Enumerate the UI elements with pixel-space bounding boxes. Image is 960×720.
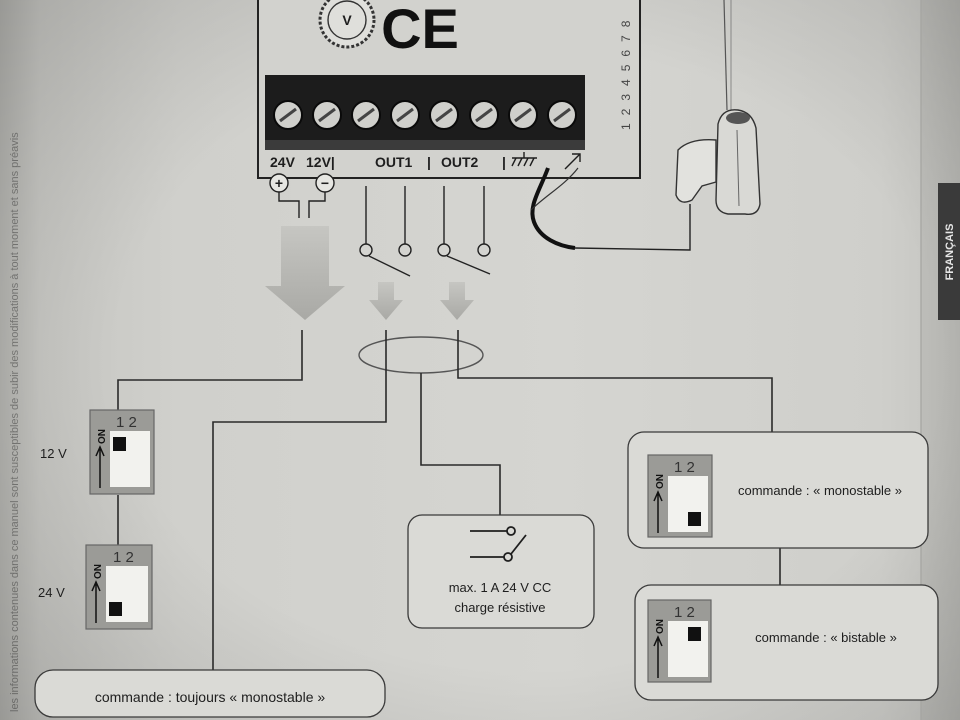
dip-knob [113, 437, 126, 451]
dip-knob [688, 512, 701, 526]
terminal-block-lip [265, 140, 585, 150]
relay-contact-icon [359, 186, 412, 277]
dip-header: 1 2 [674, 459, 695, 476]
command-always-monostable-text: commande : toujours « monostable » [95, 689, 326, 705]
receiver-module: V CE 12345678 24V 12V| OUT1 | OUT2 | [257, 0, 641, 193]
terminal-screw [390, 100, 420, 130]
antenna-icon [675, 0, 761, 215]
dip-knob [109, 602, 122, 616]
terminal-labels: 24V 12V| OUT1 | OUT2 | [270, 154, 506, 170]
load-box: max. 1 A 24 V CC charge résistive [407, 514, 595, 629]
dip-on-label: ON [93, 564, 104, 579]
arrow-up-icon [653, 635, 663, 678]
power-minus-terminal: − [315, 173, 335, 193]
power-plus-terminal: + [269, 173, 289, 193]
arrow-down-icon [440, 282, 474, 320]
arrow-down-icon [369, 282, 403, 320]
dip-switch-monostable: 1 2 ON [647, 454, 713, 538]
relay-contact-icon [470, 526, 527, 562]
dip-switch-12v: 1 2 ON [89, 409, 155, 495]
command-monostable-text: commande : « monostable » [738, 483, 902, 498]
margin-note: les informations contenues dans ce manue… [9, 132, 21, 712]
dip-position-numbers: 12345678 [619, 13, 633, 130]
terminal-separator: | [427, 154, 431, 170]
command-bistable-text: commande : « bistable » [755, 630, 897, 645]
voltage-label-24v: 24 V [38, 585, 65, 600]
terminal-screw [312, 100, 342, 130]
dip-on-label: ON [655, 619, 666, 634]
seal-letter: V [342, 12, 352, 28]
terminal-screw [351, 100, 381, 130]
dip-on-label: ON [655, 474, 666, 489]
arrow-down-icon [265, 226, 345, 320]
terminal-label-24v: 24V [270, 154, 296, 170]
antenna-terminal-icon [564, 153, 581, 170]
antenna-shield-wire [530, 167, 579, 211]
terminal-screw [429, 100, 459, 130]
terminal-screw [273, 100, 303, 130]
command-box-always-monostable: commande : toujours « monostable » [34, 669, 386, 718]
relay-contact-icon [437, 186, 491, 275]
dip-header: 1 2 [113, 549, 134, 566]
power-wires [278, 192, 326, 218]
dip-switch-bistable: 1 2 ON [647, 599, 712, 683]
connection-wires [117, 330, 781, 670]
ground-icon [511, 152, 537, 167]
terminal-label-out1: OUT1 [375, 154, 413, 170]
dip-switch-24v: 1 2 ON [85, 544, 153, 630]
arrow-up-icon [91, 580, 101, 623]
language-tab-label: FRANÇAIS [944, 224, 956, 281]
dip-knob [688, 627, 701, 641]
voltage-label-12v: 12 V [40, 446, 67, 461]
load-rating-text: max. 1 A 24 V CC [449, 580, 552, 595]
terminal-screw [508, 100, 538, 130]
plus-sign: + [275, 175, 283, 191]
load-type-text: charge résistive [454, 600, 545, 615]
antenna-wire [574, 204, 691, 251]
antenna-coax-wire [530, 167, 576, 250]
language-tab: FRANÇAIS [938, 183, 960, 320]
arrow-up-icon [653, 490, 663, 533]
terminal-screw [469, 100, 499, 130]
minus-sign: − [321, 175, 329, 191]
terminal-separator: | [502, 154, 506, 170]
terminal-label-12v: 12V| [306, 154, 335, 170]
dip-header: 1 2 [116, 414, 137, 431]
ce-mark: CE [381, 0, 459, 60]
arrow-up-icon [95, 445, 105, 488]
seal-icon: V [318, 0, 376, 49]
dip-header: 1 2 [674, 604, 695, 621]
dip-on-label: ON [97, 429, 108, 444]
terminal-screw [547, 100, 577, 130]
terminal-label-out2: OUT2 [441, 154, 479, 170]
